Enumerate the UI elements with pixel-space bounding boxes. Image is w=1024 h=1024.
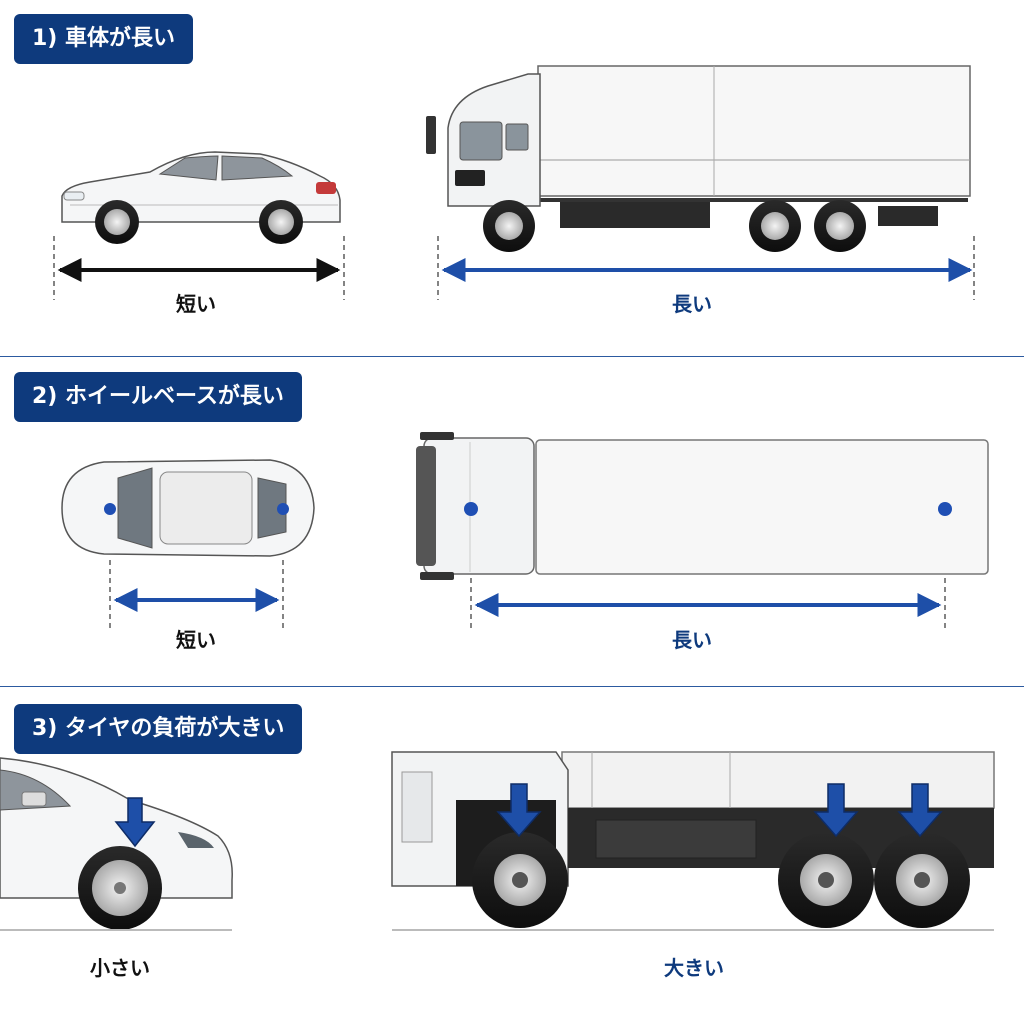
- section-2-car-label: 短い: [176, 624, 216, 653]
- sedan-side-view: [62, 152, 340, 244]
- section-2-badge: 2) ホイールベースが長い: [14, 372, 302, 422]
- section-1-badge: 1) 車体が長い: [14, 14, 193, 64]
- truck-top-view: [416, 432, 988, 580]
- sedan-top-view: [62, 460, 314, 556]
- section-3-car-label: 小さい: [90, 952, 150, 981]
- truck-side-view: [426, 66, 970, 252]
- section-2-truck-label: 長い: [672, 624, 712, 653]
- section-1-car-label: 短い: [176, 288, 216, 317]
- section-3-badge: 3) タイヤの負荷が大きい: [14, 704, 302, 754]
- section-divider-2: [0, 686, 1024, 687]
- section-1-truck-label: 長い: [672, 288, 712, 317]
- truck-side-closeup: [392, 752, 994, 930]
- section-3-truck-label: 大きい: [664, 952, 724, 981]
- section-divider-1: [0, 356, 1024, 357]
- car-front-closeup: [0, 758, 232, 930]
